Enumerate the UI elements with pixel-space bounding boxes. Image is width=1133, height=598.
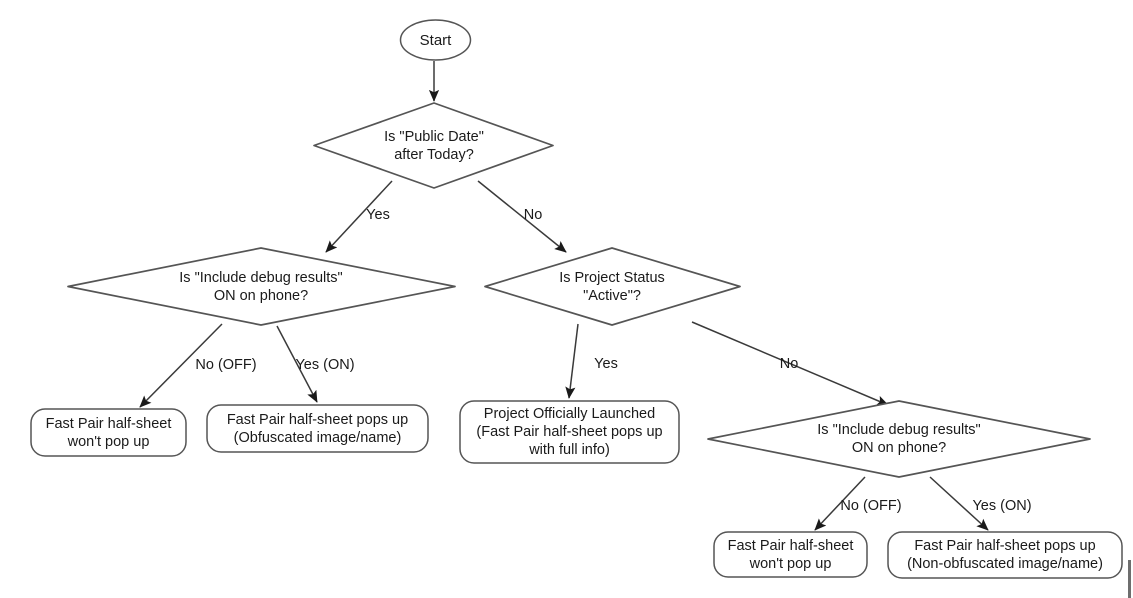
edge-project-status-yes: Yes [565, 323, 618, 399]
edge-label-public-date-no: No [524, 207, 543, 223]
edge-debug-right-no: No (OFF) [814, 476, 902, 531]
node-terminal-non-obfuscated-line1: Fast Pair half-sheet pops up [914, 538, 1095, 554]
node-terminal-no-popup-right-line2: won't pop up [749, 556, 832, 572]
node-terminal-launched-line2: (Fast Pair half-sheet pops up [476, 424, 662, 440]
node-decision-debug-left-line2: ON on phone? [214, 288, 308, 304]
node-decision-public-date[interactable]: Is "Public Date" after Today? [313, 102, 554, 189]
node-terminal-obfuscated[interactable]: Fast Pair half-sheet pops up (Obfuscated… [206, 404, 429, 453]
node-decision-project-status-line2: "Active"? [583, 288, 641, 304]
node-terminal-no-popup-left-line1: Fast Pair half-sheet [46, 416, 172, 432]
node-terminal-non-obfuscated-line2: (Non-obfuscated image/name) [907, 556, 1103, 572]
node-decision-debug-left[interactable]: Is "Include debug results" ON on phone? [67, 247, 456, 326]
node-decision-debug-left-line1: Is "Include debug results" [179, 270, 342, 286]
node-decision-debug-right-line1: Is "Include debug results" [817, 422, 980, 438]
edge-label-project-status-no: No [780, 356, 799, 372]
edge-label-debug-left-no: No (OFF) [195, 357, 256, 373]
edge-debug-right-yes: Yes (ON) [929, 476, 1032, 531]
node-terminal-obfuscated-line1: Fast Pair half-sheet pops up [227, 412, 408, 428]
node-decision-project-status-line1: Is Project Status [559, 270, 665, 286]
node-decision-project-status[interactable]: Is Project Status "Active"? [484, 247, 741, 326]
node-terminal-launched-line3: with full info) [528, 442, 610, 458]
edge-public-date-yes: Yes [325, 180, 393, 253]
node-terminal-no-popup-right-line1: Fast Pair half-sheet [728, 538, 854, 554]
edge-label-debug-right-no: No (OFF) [840, 498, 901, 514]
edge-debug-left-no: No (OFF) [139, 323, 257, 408]
node-terminal-launched-line1: Project Officially Launched [484, 406, 655, 422]
edge-debug-left-yes: Yes (ON) [276, 325, 355, 403]
node-decision-debug-right[interactable]: Is "Include debug results" ON on phone? [707, 400, 1091, 478]
node-terminal-launched[interactable]: Project Officially Launched (Fast Pair h… [459, 400, 680, 464]
node-decision-public-date-line2: after Today? [394, 147, 474, 163]
edge-label-project-status-yes: Yes [594, 356, 618, 372]
edge-label-debug-left-yes: Yes (ON) [295, 357, 354, 373]
node-terminal-no-popup-left-line2: won't pop up [67, 434, 150, 450]
node-start-label: Start [420, 32, 453, 49]
edge-project-status-no: No [691, 321, 889, 406]
node-start[interactable]: Start [399, 19, 472, 61]
node-terminal-obfuscated-line2: (Obfuscated image/name) [234, 430, 402, 446]
page-edge-marker [1128, 560, 1131, 598]
node-terminal-non-obfuscated[interactable]: Fast Pair half-sheet pops up (Non-obfusc… [887, 531, 1123, 579]
edge-public-date-no: No [477, 180, 567, 253]
node-terminal-no-popup-right[interactable]: Fast Pair half-sheet won't pop up [713, 531, 868, 578]
edge-label-public-date-yes: Yes [366, 207, 390, 223]
node-terminal-no-popup-left[interactable]: Fast Pair half-sheet won't pop up [30, 408, 187, 457]
node-decision-public-date-line1: Is "Public Date" [384, 129, 484, 145]
node-decision-debug-right-line2: ON on phone? [852, 440, 946, 456]
edge-label-debug-right-yes: Yes (ON) [972, 498, 1031, 514]
